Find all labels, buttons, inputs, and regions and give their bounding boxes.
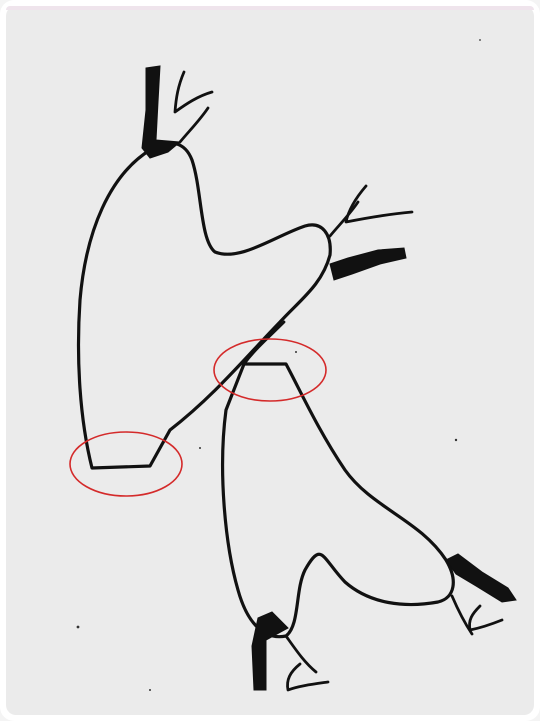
- lower-organ: [223, 322, 516, 690]
- lower-bottom-vessel-stem: [286, 636, 316, 672]
- lower-right-vessel-hatch: [446, 554, 516, 602]
- lower-right-vessel-branch: [469, 606, 502, 630]
- junction-connector: [244, 322, 284, 364]
- upper-organ: [79, 66, 413, 468]
- upper-right-vessel-stem: [330, 202, 358, 236]
- upper-top-vessel-stem: [180, 108, 208, 142]
- highlight-center-junction: [214, 339, 326, 401]
- upper-organ-outline: [79, 143, 331, 468]
- upper-right-vessel-hatch: [330, 248, 406, 280]
- lower-bottom-vessel-hatch: [252, 612, 288, 690]
- upper-top-vessel-branch: [175, 72, 212, 112]
- highlight-left-lower: [70, 432, 182, 496]
- lower-organ-outline: [223, 364, 454, 637]
- lower-bottom-vessel-branch: [288, 664, 329, 690]
